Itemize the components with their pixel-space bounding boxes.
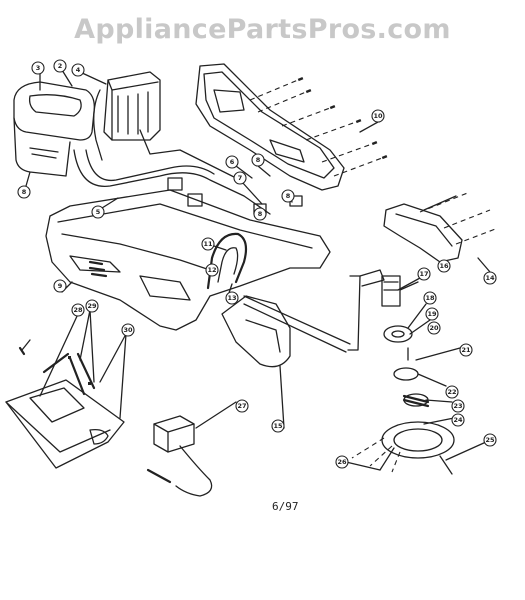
callout-3: 3 — [31, 61, 45, 75]
callout-8a: 8 — [17, 185, 31, 199]
svg-text:28: 28 — [73, 306, 83, 314]
callout-4: 4 — [71, 63, 85, 77]
battery-lid-part — [13, 81, 95, 177]
watermark: AppliancePartsPros.com — [74, 14, 451, 45]
callout-6: 6 — [225, 155, 239, 169]
callout-8c: 8 — [281, 189, 295, 203]
screw-line — [305, 121, 357, 141]
svg-text:20: 20 — [429, 324, 439, 332]
screw-line — [321, 143, 373, 163]
callout-25: 25 — [483, 433, 497, 447]
shaft-tube — [243, 295, 351, 353]
callout-20: 20 — [427, 321, 441, 335]
svg-text:17: 17 — [419, 270, 428, 278]
switch-part — [187, 193, 203, 207]
svg-text:16: 16 — [439, 262, 449, 270]
svg-text:24: 24 — [453, 416, 463, 424]
svg-text:27: 27 — [237, 402, 246, 410]
svg-text:8: 8 — [258, 210, 263, 218]
callout-8b: 8 — [251, 153, 265, 167]
svg-text:15: 15 — [273, 422, 283, 430]
svg-text:26: 26 — [337, 458, 347, 466]
battery-pack-part — [93, 71, 161, 161]
callout-10: 10 — [371, 109, 385, 123]
housing-bottom-part — [45, 189, 331, 331]
svg-text:14: 14 — [485, 274, 495, 282]
motor-part — [381, 275, 419, 307]
callout-2: 2 — [53, 59, 67, 73]
svg-text:25: 25 — [485, 436, 495, 444]
screw-line — [443, 209, 491, 229]
callout-14: 14 — [483, 271, 497, 285]
callout-8d: 8 — [253, 207, 267, 221]
screw-line — [455, 227, 499, 245]
wire-harness — [139, 129, 241, 181]
screw — [18, 346, 26, 356]
svg-text:3: 3 — [36, 64, 41, 72]
svg-text:22: 22 — [447, 388, 456, 396]
screw-line — [257, 91, 307, 113]
svg-text:12: 12 — [207, 266, 216, 274]
motor-head-part — [383, 195, 463, 263]
callout-26: 26 — [335, 455, 349, 469]
svg-text:4: 4 — [76, 66, 81, 74]
svg-text:21: 21 — [461, 346, 471, 354]
callout-27: 27 — [235, 399, 249, 413]
svg-text:10: 10 — [373, 112, 383, 120]
callout-7: 7 — [233, 171, 247, 185]
spool-housing-part — [383, 325, 430, 408]
callout-5: 5 — [91, 205, 105, 219]
shaft-tube — [347, 275, 361, 351]
screws — [297, 76, 388, 160]
callout-18: 18 — [423, 291, 437, 305]
shaft-tube — [359, 269, 385, 287]
svg-text:7: 7 — [238, 174, 243, 182]
svg-text:2: 2 — [58, 62, 63, 70]
callout-15: 15 — [271, 419, 285, 433]
svg-text:13: 13 — [227, 294, 236, 302]
svg-text:19: 19 — [427, 310, 437, 318]
leader-line — [351, 437, 401, 473]
leader-lines — [21, 69, 491, 471]
callout-11: 11 — [201, 237, 215, 251]
svg-text:9: 9 — [58, 282, 63, 290]
callout-29: 29 — [85, 299, 99, 313]
svg-text:30: 30 — [123, 326, 133, 334]
callout-13: 13 — [225, 291, 239, 305]
handle-part — [206, 232, 248, 290]
svg-text:23: 23 — [453, 402, 462, 410]
svg-text:8: 8 — [22, 188, 27, 196]
callout-19: 19 — [425, 307, 439, 321]
date-code: 6/97 — [272, 500, 299, 513]
switch-part — [167, 177, 183, 191]
wire-harness — [85, 149, 215, 182]
charging-base-part — [5, 352, 125, 469]
svg-text:11: 11 — [203, 240, 213, 248]
callout-21: 21 — [459, 343, 473, 357]
callout-12: 12 — [205, 263, 219, 277]
housing-top-part — [195, 63, 345, 191]
screw-line — [333, 157, 383, 177]
callout-17: 17 — [417, 267, 431, 281]
guard-part — [221, 295, 291, 368]
spool-cover-part — [379, 421, 455, 475]
svg-text:5: 5 — [96, 208, 101, 216]
callout-22: 22 — [445, 385, 459, 399]
svg-text:18: 18 — [425, 294, 435, 302]
svg-text:6: 6 — [230, 158, 235, 166]
callout-9: 9 — [53, 279, 67, 293]
callout-28: 28 — [71, 303, 85, 317]
svg-text:8: 8 — [256, 156, 261, 164]
callout-16: 16 — [437, 259, 451, 273]
line — [146, 468, 172, 484]
wire-harness — [73, 149, 271, 215]
callout-30: 30 — [121, 323, 135, 337]
svg-text:8: 8 — [286, 192, 291, 200]
svg-text:29: 29 — [87, 302, 97, 310]
charger-part — [153, 415, 213, 497]
callout-24: 24 — [451, 413, 465, 427]
callout-23: 23 — [451, 399, 465, 413]
